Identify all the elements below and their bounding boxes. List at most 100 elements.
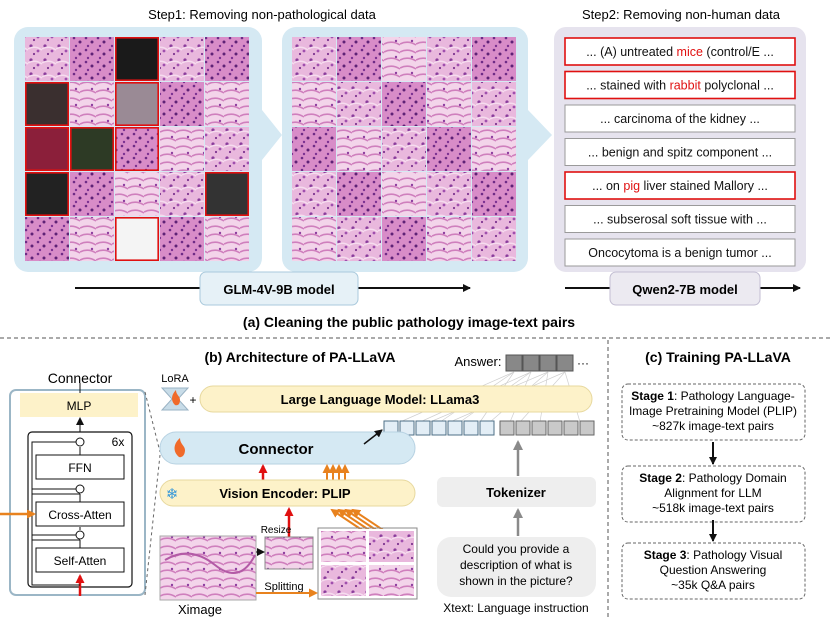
caption-b: (b) Architecture of PA-LLaVA	[204, 349, 395, 365]
raw-image-grid	[24, 36, 250, 262]
question-bubble	[437, 537, 596, 597]
chevron-arrow-icon	[262, 110, 282, 160]
stage-box	[621, 383, 806, 441]
thumbnail	[472, 37, 516, 81]
thumbnail	[160, 82, 204, 126]
repeat-label: 6x	[112, 435, 125, 449]
training-stages: Stage 1: Pathology Language-Image Pretra…	[621, 383, 806, 600]
caption-c: (c) Training PA-LLaVA	[645, 349, 791, 365]
rejected-marker	[24, 82, 70, 127]
vision-encoder-box	[159, 479, 416, 507]
thumbnail	[337, 127, 381, 171]
residual-path	[31, 534, 80, 586]
glm-model-box	[199, 271, 359, 306]
caption-text: ... carcinoma of the kidney ...	[600, 112, 760, 126]
residual-path	[31, 441, 80, 495]
answer-token	[556, 354, 574, 372]
connector-box	[159, 431, 416, 465]
thumbnail	[115, 217, 159, 261]
step1-title: Step1: Removing non-pathological data	[148, 7, 376, 22]
thumbnail	[25, 172, 69, 216]
caption-list: ... (A) untreated mice (control/E ......…	[564, 37, 796, 267]
stage-line: ~827k image-text pairs	[652, 419, 774, 433]
stage-line: Alignment for LLM	[664, 486, 761, 500]
mlp-label: MLP	[67, 399, 92, 413]
question-line-1: Could you provide a	[463, 542, 570, 556]
thumbnail	[25, 217, 69, 261]
thumbnail	[115, 172, 159, 216]
thumbnail	[160, 172, 204, 216]
thumbnail	[205, 172, 249, 216]
thumbnail	[427, 37, 471, 81]
answer-label: Answer:	[455, 354, 502, 369]
thumbnail	[160, 217, 204, 261]
splitting-label: Splitting	[264, 581, 303, 593]
stage-heading: Stage 3: Pathology Visual	[644, 548, 783, 562]
caption-box	[564, 104, 796, 133]
rejected-caption-box	[564, 37, 796, 66]
stage-line: ~518k image-text pairs	[652, 501, 774, 515]
thumbnail	[337, 217, 381, 261]
thumbnail	[160, 37, 204, 81]
x-image-label: Ximage	[178, 602, 222, 617]
stage-heading: Stage 1: Pathology Language-	[631, 389, 794, 403]
caption-text: ... stained with rabbit polyclonal ...	[586, 79, 774, 93]
glm-model-label: GLM-4V-9B model	[223, 282, 334, 297]
rejected-marker	[115, 36, 160, 82]
fire-icon	[172, 390, 180, 406]
thumbnail	[70, 37, 114, 81]
thumbnail	[70, 172, 114, 216]
rejected-marker	[24, 127, 70, 172]
thumbnail	[427, 82, 471, 126]
thumbnail	[25, 82, 69, 126]
caption-text: ... benign and spitz component ...	[588, 146, 772, 160]
step2-title: Step2: Removing non-human data	[582, 7, 781, 22]
filtered-image-grid	[292, 37, 516, 261]
thumbnail	[70, 217, 114, 261]
thumbnail	[292, 217, 336, 261]
rejected-caption-box	[564, 70, 796, 100]
thumbnail	[205, 217, 249, 261]
thumbnail	[382, 172, 426, 216]
stage-line: Question Answering	[660, 563, 767, 577]
self-atten-label: Self-Atten	[54, 554, 107, 568]
rejected-marker	[205, 172, 250, 217]
thumbnail	[382, 82, 426, 126]
thumbnail	[382, 217, 426, 261]
connector-to-llm-arrow	[363, 429, 383, 445]
thumbnail	[205, 82, 249, 126]
tokenizer-box	[437, 477, 596, 507]
caption-text: ... subserosal soft tissue with ...	[593, 213, 767, 227]
resize-label: Resize	[261, 525, 292, 536]
caption-text: ... (A) untreated mice (control/E ...	[586, 45, 774, 59]
thumbnail	[427, 172, 471, 216]
thumbnail	[337, 82, 381, 126]
x-text-label: Xtext: Language instruction	[443, 601, 588, 615]
caption-text: ... on pig liver stained Mallory ...	[592, 179, 768, 193]
thumbnail	[205, 127, 249, 171]
snowflake-icon: ❄	[166, 486, 179, 503]
text-tokens	[499, 420, 595, 436]
thumbnail	[337, 37, 381, 81]
thumbnail	[292, 82, 336, 126]
zoom-line	[144, 454, 161, 596]
stage-heading: Stage 2: Pathology Domain	[639, 471, 786, 485]
rejected-marker	[115, 217, 160, 262]
stage-line: ~35k Q&A pairs	[671, 578, 755, 592]
cross-atten-box	[35, 501, 125, 527]
lora-label: LoRA	[161, 373, 189, 385]
llm-box	[199, 385, 593, 413]
thumbnail	[70, 82, 114, 126]
visual-tokens	[383, 420, 495, 436]
patch-arrow	[344, 508, 380, 533]
thumbnail	[160, 127, 204, 171]
thumbnail	[115, 127, 159, 171]
vision-encoder-label: Vision Encoder: PLIP	[219, 486, 351, 501]
qwen-model-box	[609, 271, 761, 306]
caption-text: Oncocytoma is a benign tumor ...	[588, 246, 771, 260]
stage-box	[621, 465, 806, 523]
qwen-model-label: Qwen2-7B model	[632, 282, 737, 297]
residual-add-icon	[75, 530, 85, 540]
ffn-box	[35, 454, 125, 480]
